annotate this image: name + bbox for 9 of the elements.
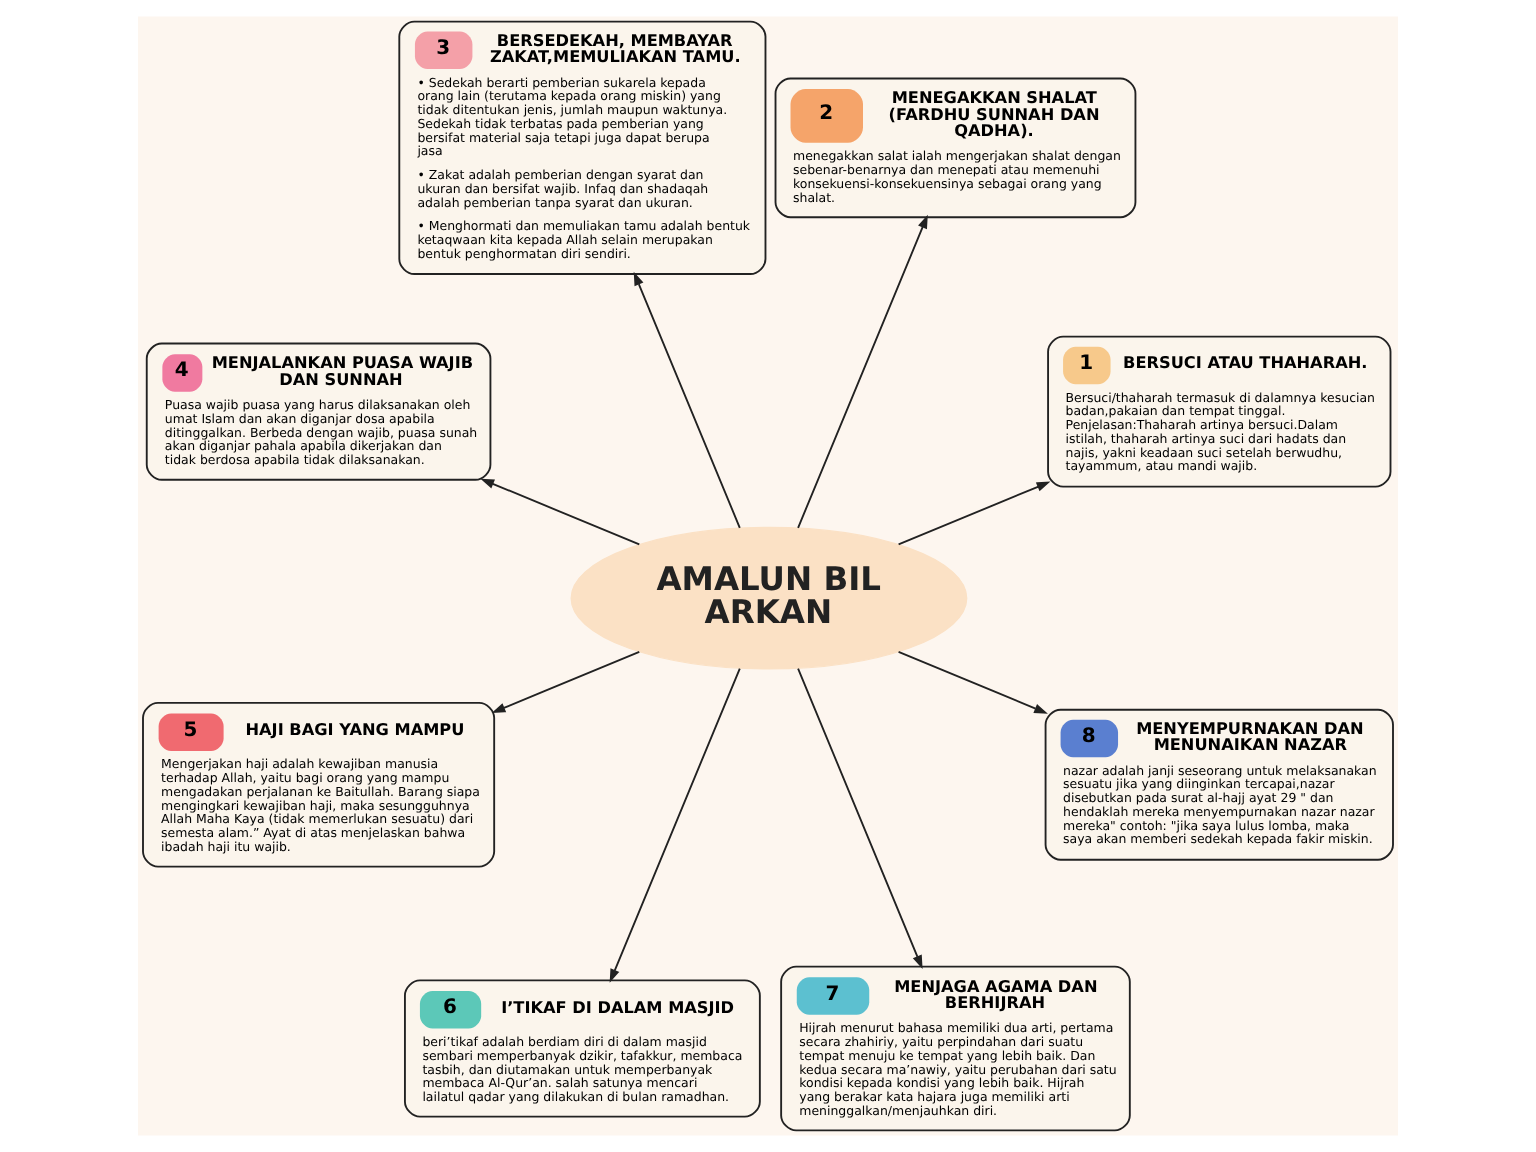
- arrow: [897, 650, 1048, 714]
- arrow: [797, 214, 928, 529]
- arrow: [480, 478, 641, 546]
- node-ellipse: AMALUN BIL ARKAN: [570, 526, 968, 670]
- arrow: [797, 667, 923, 970]
- arrow: [491, 650, 641, 714]
- arrow: [609, 667, 741, 983]
- arrow: [633, 271, 741, 529]
- arrow: [897, 481, 1051, 546]
